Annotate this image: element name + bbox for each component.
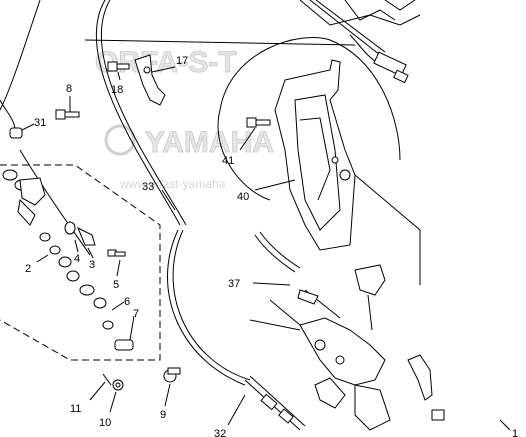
callout-32: 32 (214, 428, 226, 437)
bottom-cable (244, 375, 306, 431)
part-31 (9, 127, 23, 139)
callout-3: 3 (89, 259, 95, 271)
part-7 (114, 339, 134, 351)
callout-33: 33 (142, 181, 154, 193)
callout-40: 40 (237, 191, 249, 203)
callout-7: 7 (133, 308, 139, 320)
callout-6: 6 (124, 296, 130, 308)
bolt-18 (107, 61, 130, 72)
bolt-41 (246, 117, 271, 128)
callout-5: 5 (113, 279, 119, 291)
callout-4: 4 (74, 253, 80, 265)
callout-2: 2 (25, 263, 31, 275)
pin-9 (163, 367, 181, 383)
callout-10: 10 (99, 417, 111, 429)
callout-labels: 8 31 18 17 41 40 33 4 2 3 5 6 7 37 11 10… (25, 55, 518, 437)
callout-11: 11 (70, 403, 81, 415)
callout-31: 31 (34, 117, 46, 129)
bolt-8 (55, 109, 80, 120)
frame-fragments (299, 0, 421, 26)
small-parts (2, 169, 126, 330)
leader-lines (21, 66, 511, 431)
bracket-17 (134, 54, 166, 106)
sub-assembly-outline (0, 164, 161, 361)
clip-11 (102, 373, 112, 386)
pedal-assembly (249, 264, 445, 431)
callout-17: 17 (176, 55, 188, 67)
watermark-brand: YAMAHA (145, 126, 274, 159)
callout-9: 9 (160, 409, 166, 421)
callout-37: 37 (228, 278, 240, 290)
callout-1: 1 (512, 428, 518, 437)
callout-18: 18 (111, 84, 123, 96)
washer-10 (112, 379, 124, 391)
upper-cable-end (309, 0, 409, 84)
cover-detail (217, 37, 421, 285)
callout-8: 8 (66, 83, 72, 95)
yamaha-logo-icon (104, 124, 136, 156)
watermark-url: www.orfast-yamaha (119, 177, 226, 191)
callout-41: 41 (222, 155, 234, 167)
